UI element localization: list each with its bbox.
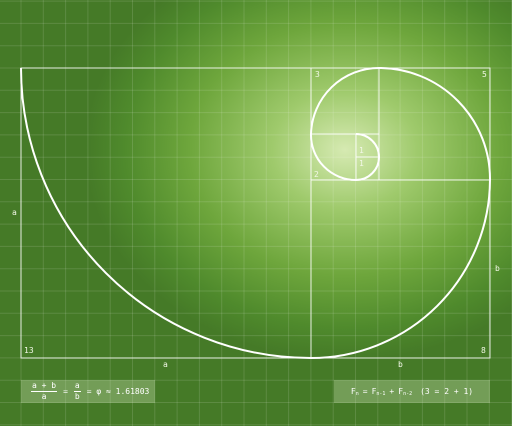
- fraction-denominator: a: [41, 392, 47, 401]
- edge-label-a-left: a: [12, 208, 17, 217]
- edge-label-b-bottom: b: [398, 360, 403, 369]
- fraction-a-plus-b-over-a: a + b a: [31, 381, 58, 401]
- fibonacci-formula: Fn = Fn-1 + Fn-2 (3 = 2 + 1): [334, 380, 490, 403]
- fraction-numerator: a: [73, 381, 81, 392]
- fibonacci-term-fn-2: Fn-2: [398, 386, 413, 397]
- fraction-a-over-b: a b: [73, 381, 81, 401]
- fibonacci-rectangles: [20, 67, 491, 359]
- tile-label-1-bottom: 1: [359, 159, 364, 168]
- fraction-numerator: a + b: [31, 381, 58, 392]
- tile-label-1-top: 1: [359, 146, 364, 155]
- tile-label-3: 3: [315, 70, 320, 79]
- edge-label-a-bottom: a: [163, 360, 168, 369]
- equals-sign: =: [63, 387, 68, 396]
- tile-label-13: 13: [24, 346, 34, 355]
- fraction-denominator: b: [74, 392, 80, 401]
- edge-label-b-right: b: [495, 264, 500, 273]
- golden-ratio-value: = φ ≈ 1.61803: [86, 387, 150, 396]
- fibonacci-example: (3 = 2 + 1): [420, 387, 474, 396]
- equals-sign: =: [362, 387, 368, 396]
- tile-label-5: 5: [482, 70, 487, 79]
- outer-golden-rectangle: [20, 67, 491, 359]
- golden-ratio-formula: a + b a = a b = φ ≈ 1.61803: [21, 380, 155, 403]
- fibonacci-term-fn-1: Fn-1: [371, 386, 386, 397]
- fibonacci-term-fn: Fn: [350, 386, 359, 397]
- tile-label-2: 2: [314, 170, 319, 179]
- tile-label-8: 8: [481, 346, 486, 355]
- plus-sign: +: [389, 387, 395, 396]
- golden-spiral: [20, 66, 492, 360]
